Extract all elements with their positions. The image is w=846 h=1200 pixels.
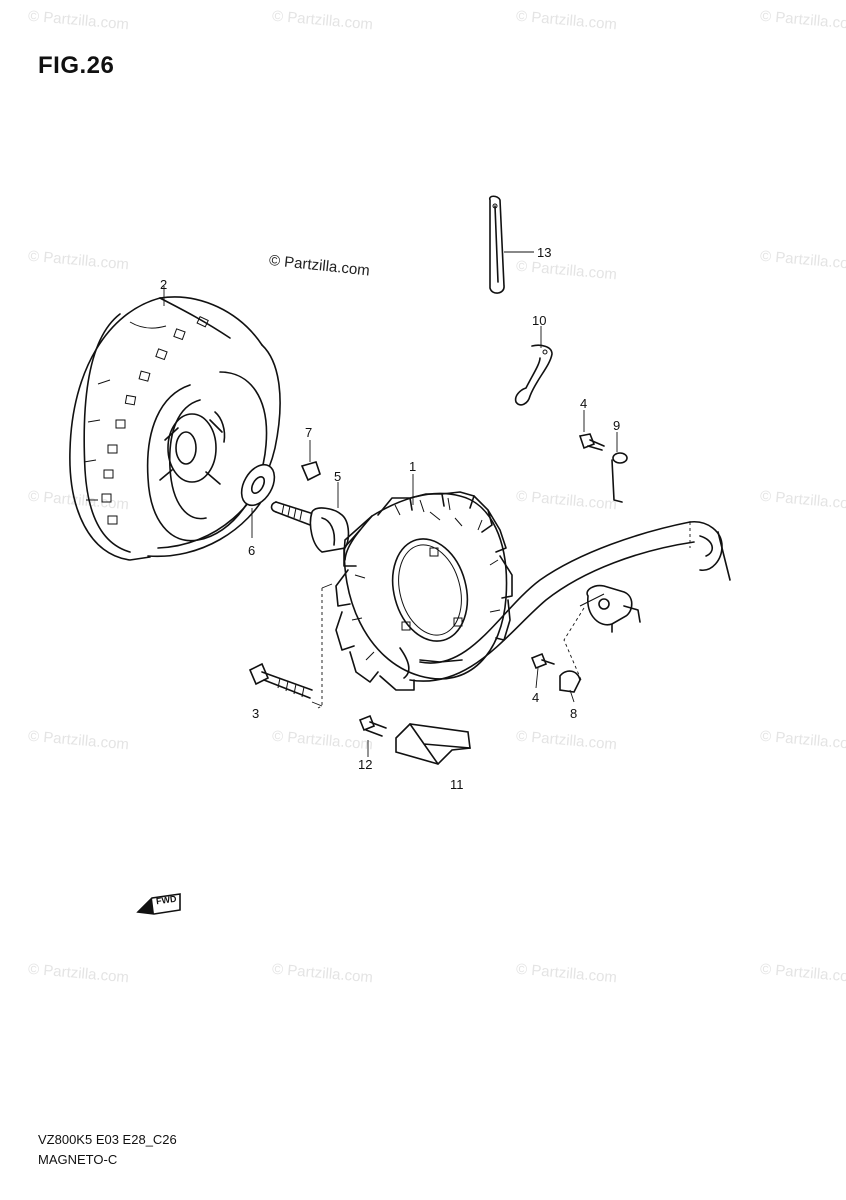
stator-coil: [335, 491, 513, 691]
leader-lines: [163, 251, 618, 757]
callout-9: 9: [613, 418, 621, 433]
callout-8: 8: [570, 706, 578, 721]
callout-6: 6: [248, 543, 256, 558]
bolt-upper: [578, 433, 605, 451]
clamp-upper: [514, 344, 553, 406]
callout-4-upper: 4: [580, 396, 588, 411]
bolt-lower: [530, 652, 555, 670]
callout-2: 2: [160, 277, 168, 292]
callout-13: 13: [537, 245, 552, 260]
callout-4-lower: 4: [532, 690, 540, 705]
fwd-arrow-icon: [136, 893, 181, 915]
key: [300, 461, 321, 482]
clamp-lower: [559, 670, 581, 693]
rotor-bolt: [270, 501, 350, 553]
stator-bolt: [248, 662, 313, 699]
section-name: MAGNETO-C: [38, 1152, 118, 1167]
callout-12: 12: [358, 757, 373, 772]
band: [488, 195, 505, 294]
wire-clamp: [611, 452, 628, 503]
callout-10: 10: [532, 313, 547, 328]
wire-harness: [399, 521, 731, 682]
cover-plate: [395, 723, 471, 765]
callout-3: 3: [252, 706, 260, 721]
reference-lines: [311, 522, 691, 709]
model-code: VZ800K5 E03 E28_C26: [38, 1132, 177, 1147]
pickup-sensor: [579, 584, 641, 633]
callout-1: 1: [409, 459, 417, 474]
callout-11: 11: [450, 777, 464, 792]
rotor-flywheel: [69, 296, 281, 561]
callout-7: 7: [305, 425, 313, 440]
washer: [240, 463, 276, 507]
figure-title: FIG.26: [38, 52, 115, 79]
cover-bolt: [358, 714, 387, 737]
callout-5: 5: [334, 469, 342, 484]
